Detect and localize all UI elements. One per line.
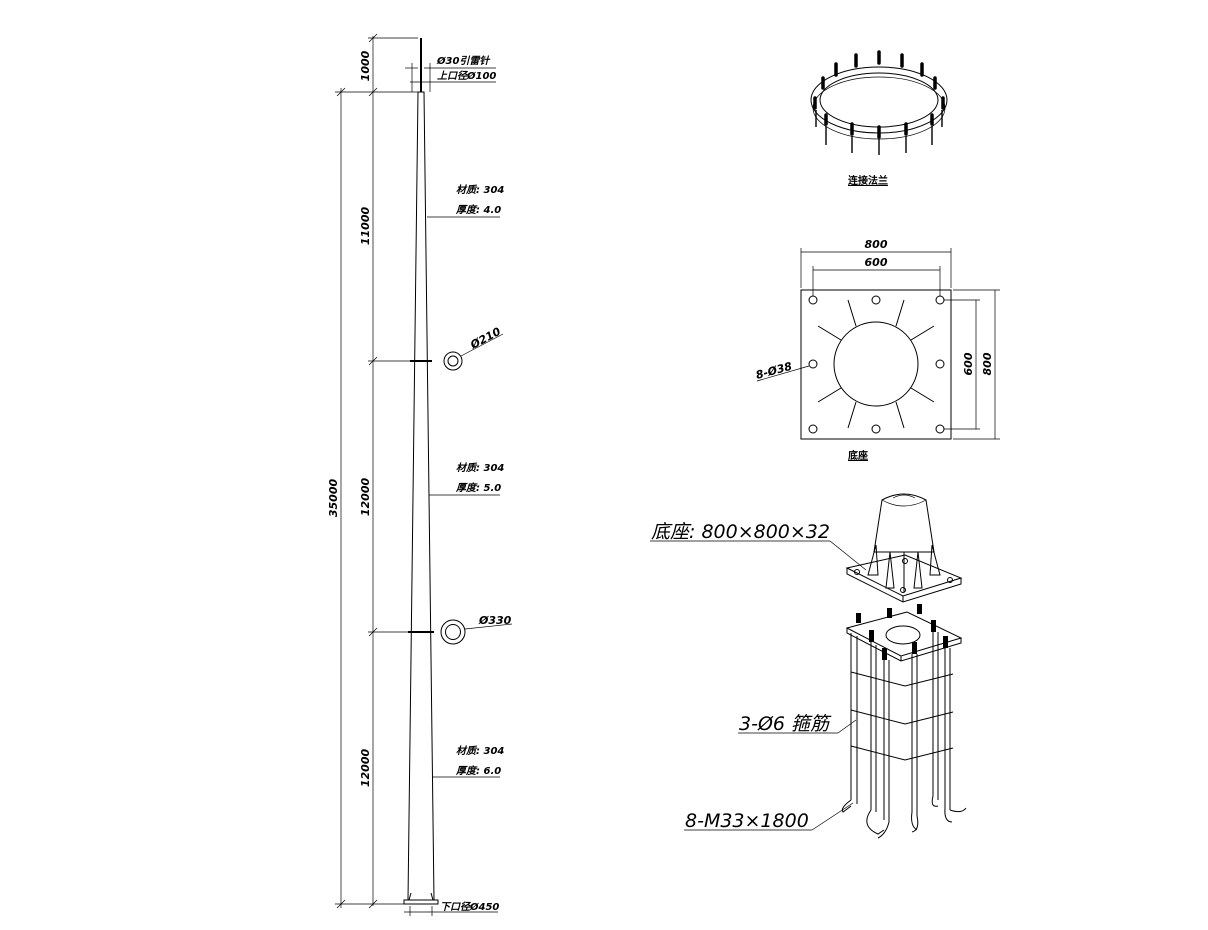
pole-base-plate [403,899,439,905]
base-plate-title: 底座 [848,449,868,462]
base-plate-center-hole [833,321,919,407]
base-plate-outline [800,289,952,440]
note-seg2-material: 材质: 304 [456,462,504,474]
label-anchor-bolts: 8-M33×1800 [685,810,809,832]
dim-segment-2-length: 12000 [359,478,372,517]
note-bottom-diameter: 下口径Ø450 [440,901,499,913]
section-circle-210 [443,351,463,371]
dim-plate-height-holes: 600 [962,352,975,375]
foundation-assembly: 底座: 800×800×32 3-Ø6 箍筋 8-M33×1800 [650,493,967,839]
note-joint2-diameter: Ø330 [478,614,512,627]
dim-lightning-length: 1000 [359,50,372,81]
connection-flange: 连接法兰 [810,50,948,187]
dim-plate-width-outer: 800 [865,238,888,251]
section-circle-330 [440,619,466,645]
pole-body [407,91,435,901]
stirrups [850,671,954,761]
pole-elevation: 1000 11000 12000 12000 35000 Ø30引雷针 上口径Ø… [327,33,513,916]
dim-segment-3-length: 12000 [359,749,372,788]
note-plate-holes: 8-Ø38 [754,360,793,382]
base-plate-plan: 800 600 600 800 8-Ø38 底座 [754,238,1000,462]
anchor-plate [845,611,963,657]
note-seg3-material: 材质: 304 [456,745,504,757]
note-lightning-rod: Ø30引雷针 [436,55,491,67]
dim-segment-1-length: 11000 [359,207,372,246]
label-assembly-base: 底座: 800×800×32 [651,521,830,543]
dim-plate-width-holes: 600 [865,256,888,269]
note-seg1-material: 材质: 304 [456,184,504,196]
pole-stub [873,493,935,553]
dim-total-length: 35000 [327,479,340,518]
note-seg3-thickness: 厚度: 6.0 [455,765,501,777]
label-stirrups: 3-Ø6 箍筋 [739,713,832,735]
flange-title: 连接法兰 [848,174,888,187]
note-seg1-thickness: 厚度: 4.0 [455,204,501,216]
note-top-diameter: 上口径Ø100 [437,70,496,82]
note-joint1-diameter: Ø210 [467,325,503,352]
note-seg2-thickness: 厚度: 5.0 [455,482,501,494]
dim-plate-height-outer: 800 [981,352,994,375]
